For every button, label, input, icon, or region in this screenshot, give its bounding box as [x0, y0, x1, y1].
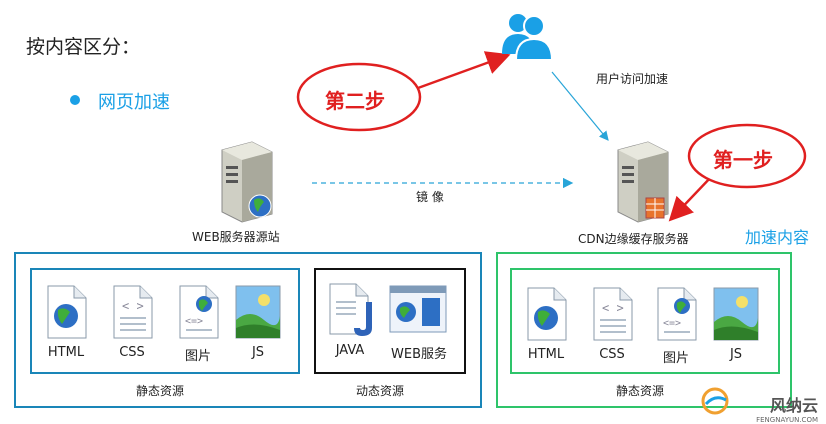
step2-oval: [296, 62, 422, 132]
bullet-dot: [70, 95, 80, 105]
svg-text:<=>: <=>: [663, 318, 681, 329]
html-file-icon: [47, 285, 87, 339]
image-file-icon: <=>: [657, 287, 697, 341]
left-html-label: HTML: [47, 345, 85, 360]
js-image-icon: [235, 285, 281, 339]
step2-arrow: [417, 51, 511, 90]
origin-server-label: WEB服务器源站: [192, 230, 280, 244]
users-access-label: 用户访问加速: [596, 72, 669, 86]
user-access-arrow: [551, 71, 609, 141]
origin-server-icon: [221, 141, 273, 223]
left-js-label: JS: [251, 345, 265, 360]
source-resources-frame: [14, 252, 482, 408]
css-file-icon: < >: [113, 285, 153, 339]
right-css-label: CSS: [599, 347, 625, 362]
right-static-box: [510, 268, 780, 374]
cdn-server-label: CDN边缘缓存服务器: [578, 232, 689, 246]
right-static-caption: 静态资源: [616, 384, 665, 398]
right-js-label: JS: [729, 347, 743, 362]
right-html-label: HTML: [527, 347, 565, 362]
watermark-text: 风纳云: [769, 396, 818, 415]
accel-content-label: 加速内容: [745, 228, 810, 247]
image-file-icon: <=>: [179, 285, 219, 339]
web-service-icon: [389, 285, 447, 333]
dynamic-caption: 动态资源: [356, 384, 405, 398]
left-image-label: 图片: [184, 349, 211, 364]
svg-text:< >: < >: [122, 299, 144, 313]
js-image-icon: [713, 287, 759, 341]
java-label: JAVA: [335, 343, 365, 358]
watermark-subtext: FENGNAYUN.COM: [756, 416, 818, 424]
dynamic-box: [314, 268, 466, 374]
step2-label: 第二步: [325, 89, 385, 113]
right-image-label: 图片: [662, 351, 689, 366]
svg-text:<=>: <=>: [185, 316, 203, 327]
left-static-box: [30, 268, 300, 374]
users-icon: [502, 14, 554, 61]
css-file-icon: < >: [593, 287, 633, 341]
mirror-label: 镜 像: [416, 190, 444, 204]
watermark-logo-icon: [701, 387, 729, 415]
left-static-caption: 静态资源: [136, 384, 185, 398]
cdn-resources-frame: [496, 252, 792, 408]
java-file-icon: [329, 283, 372, 336]
html-file-icon: [527, 287, 567, 341]
step1-label: 第一步: [713, 148, 773, 172]
step1-oval: [687, 123, 807, 189]
page-title: 按内容区分：: [26, 36, 141, 58]
left-css-label: CSS: [119, 345, 145, 360]
cdn-server-icon: [617, 141, 669, 223]
step1-arrow: [668, 175, 713, 222]
bullet-web-acceleration: 网页加速: [98, 92, 170, 113]
svg-text:< >: < >: [602, 301, 624, 315]
web-service-label: WEB服务: [391, 347, 447, 362]
